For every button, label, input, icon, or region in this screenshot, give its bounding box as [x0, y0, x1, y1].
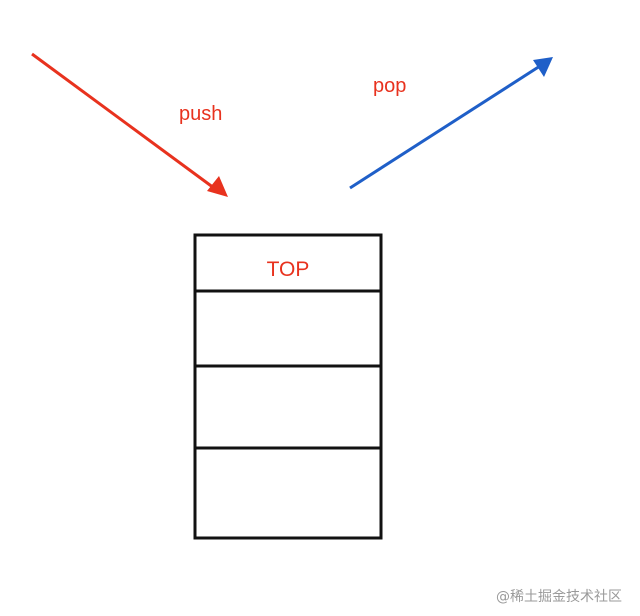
pop-label: pop — [373, 75, 406, 97]
push-arrow-shaft — [31, 52, 215, 190]
top-label: TOP — [267, 258, 310, 281]
push-label: push — [179, 103, 222, 125]
pop-arrow — [349, 57, 553, 190]
push-arrowhead-icon — [207, 176, 228, 197]
stack-outline — [193, 233, 383, 540]
pop-arrowhead-icon — [533, 57, 553, 77]
push-arrow — [31, 52, 228, 197]
pop-arrow-shaft — [349, 64, 541, 190]
watermark: @稀土掘金技术社区 — [496, 589, 622, 605]
stack: TOP — [193, 233, 383, 540]
